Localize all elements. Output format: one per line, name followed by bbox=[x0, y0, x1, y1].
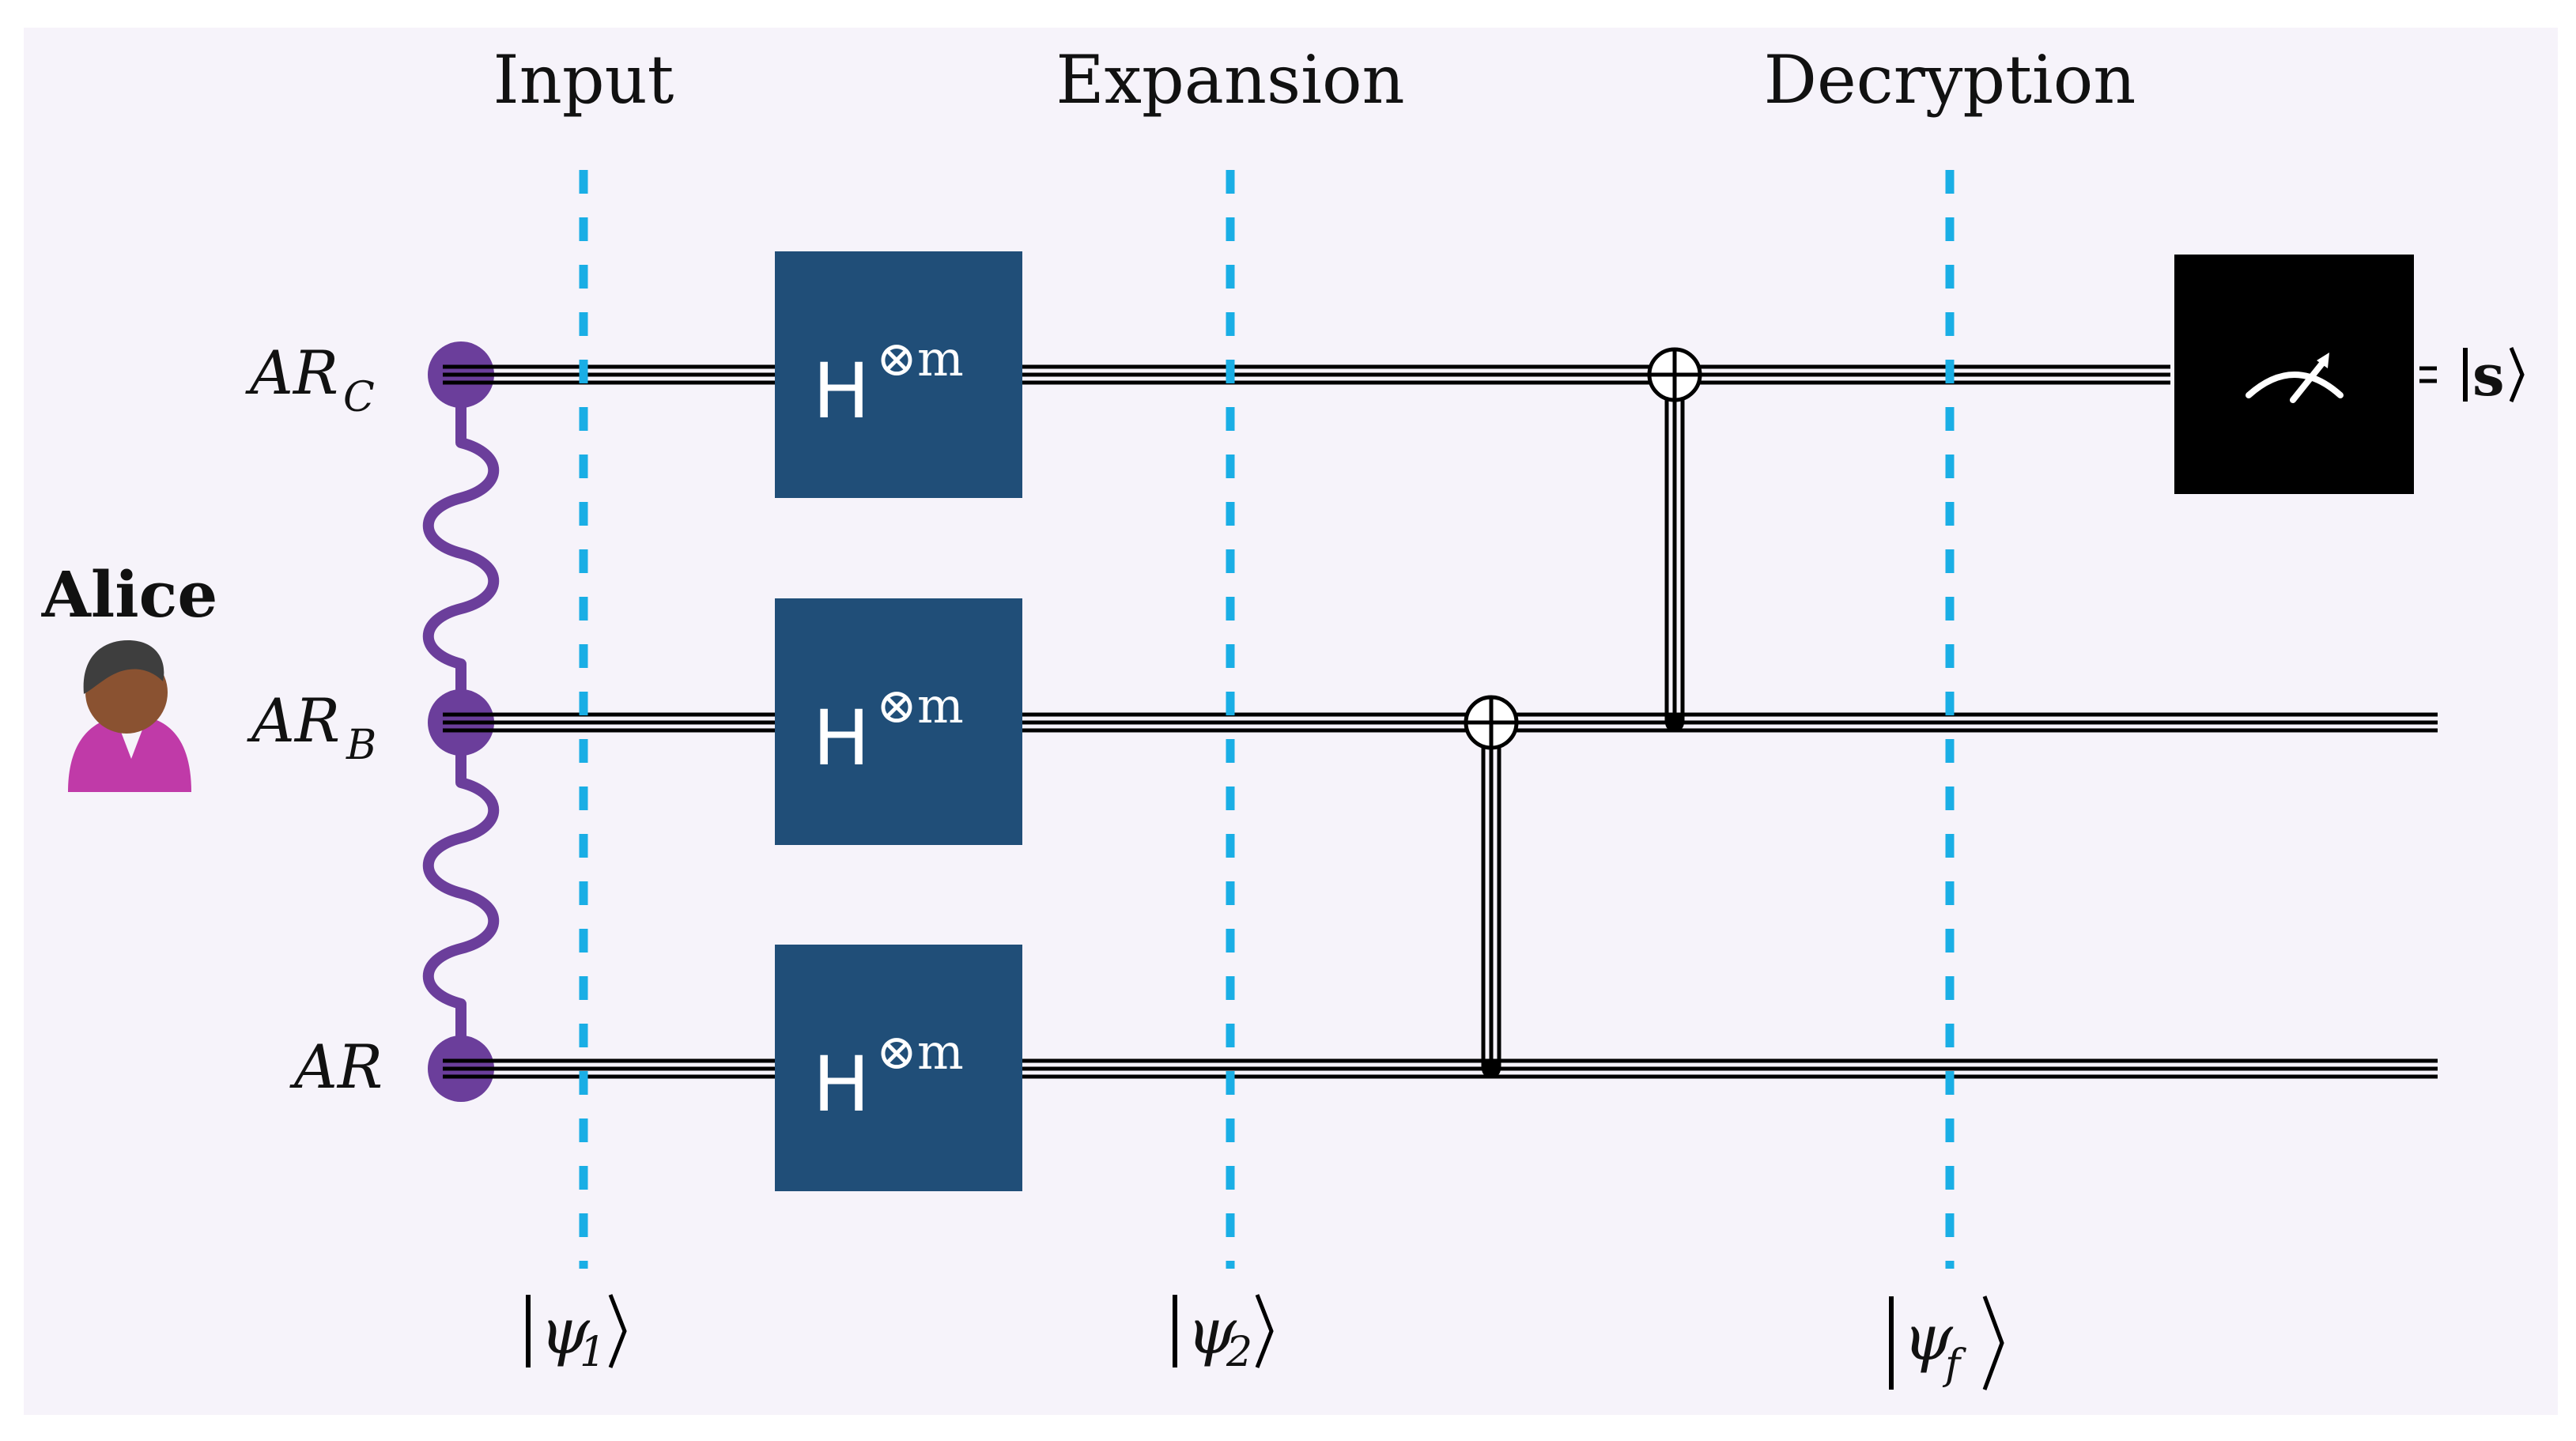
state-ket-psi-f: ψ f bbox=[1889, 1296, 2004, 1390]
svg-text:s: s bbox=[2472, 341, 2505, 409]
state-ket-psi-1: ψ 1 bbox=[526, 1294, 627, 1376]
stage-title-expansion: Expansion bbox=[1056, 41, 1404, 119]
hadamard-gate-ar-b: H ⊗m bbox=[775, 598, 1022, 845]
svg-text:1: 1 bbox=[580, 1329, 606, 1376]
party-name: Alice bbox=[41, 557, 217, 632]
svg-text:B: B bbox=[346, 722, 376, 769]
svg-text:AR: AR bbox=[289, 1032, 383, 1102]
svg-text:⊗m: ⊗m bbox=[876, 677, 964, 734]
meter-icon bbox=[2246, 353, 2344, 403]
stage-title-input: Input bbox=[493, 41, 674, 119]
svg-text:ψ: ψ bbox=[1187, 1295, 1237, 1368]
hadamard-gate-ar-c: H ⊗m bbox=[775, 251, 1022, 498]
measurement-result: s bbox=[2419, 341, 2525, 409]
svg-text:ψ: ψ bbox=[540, 1295, 591, 1368]
wire-ar-c bbox=[461, 364, 2170, 385]
measurement-box bbox=[2174, 255, 2414, 494]
svg-text:H: H bbox=[813, 347, 870, 436]
qubit-label-ar: AR bbox=[289, 1032, 383, 1102]
cnot-ar-to-ar-b bbox=[1464, 695, 1519, 1078]
person-icon bbox=[68, 640, 191, 792]
svg-text:⊗m: ⊗m bbox=[876, 330, 964, 387]
svg-text:H: H bbox=[813, 694, 870, 783]
svg-text:H: H bbox=[813, 1040, 870, 1129]
hadamard-gate-ar: H ⊗m bbox=[775, 945, 1022, 1191]
qubit-label-ar-c: AR C bbox=[245, 338, 375, 421]
svg-text:2: 2 bbox=[1226, 1329, 1252, 1376]
svg-text:ψ: ψ bbox=[1903, 1301, 1954, 1375]
svg-text:AR: AR bbox=[247, 685, 340, 756]
svg-text:⊗m: ⊗m bbox=[876, 1023, 964, 1081]
svg-text:C: C bbox=[343, 374, 375, 421]
stage-title-decryption: Decryption bbox=[1764, 41, 2136, 119]
qubit-label-ar-b: AR B bbox=[247, 685, 376, 769]
cnot-ar-b-to-ar-c bbox=[1647, 347, 1702, 732]
svg-text:AR: AR bbox=[245, 338, 338, 408]
state-ket-psi-2: ψ 2 bbox=[1173, 1294, 1274, 1376]
